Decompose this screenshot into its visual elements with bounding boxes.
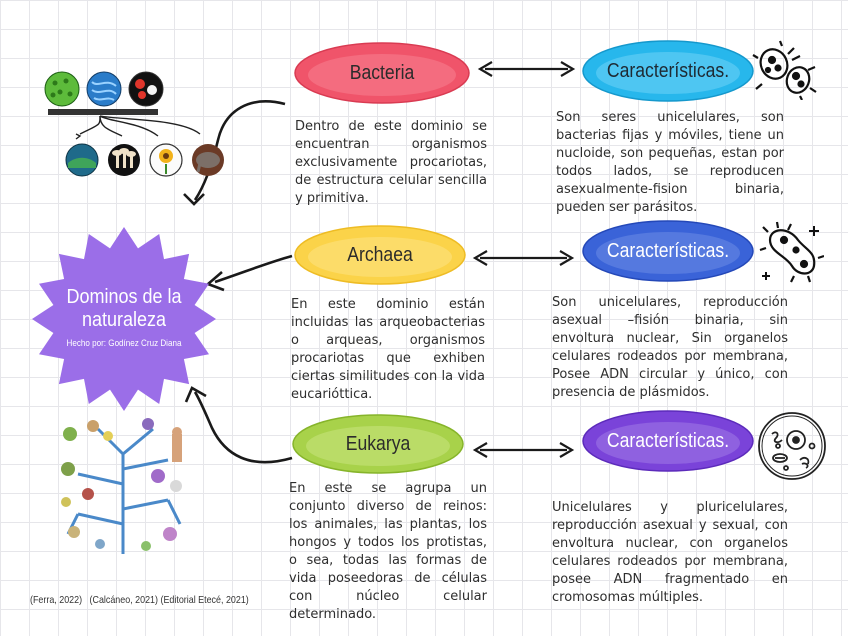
characteristics-label-bacteria: Características. xyxy=(606,59,730,82)
characteristics-pill-archaea[interactable]: Características. xyxy=(582,220,754,282)
description-bacteria: Dentro de este dominio se encuentran org… xyxy=(295,119,487,206)
domain-label-eukarya: Eukarya xyxy=(345,432,411,455)
bacteria-germ-icon xyxy=(758,218,825,284)
cell-organelle-icon xyxy=(756,410,828,482)
arrow-archaea-to-star xyxy=(214,254,293,284)
arrow-bacteria-to-photos xyxy=(193,100,286,201)
characteristics-pill-bacteria[interactable]: Características. xyxy=(582,40,754,102)
description-eukarya: En este se agrupa un conjunto diverso de… xyxy=(289,481,487,622)
title-line-2: naturaleza xyxy=(81,309,167,331)
tree-of-life-icon xyxy=(48,414,198,562)
domain-label-bacteria: Bacteria xyxy=(349,61,415,84)
characteristics-pill-eukarya[interactable]: Características. xyxy=(582,410,754,472)
domain-label-archaea: Archaea xyxy=(347,243,413,266)
arrow-eukarya-to-star xyxy=(193,391,293,464)
author-label: Hecho por: Godínez Cruz Diana xyxy=(66,338,182,349)
bacteria-cells-icon xyxy=(752,40,818,101)
description-archaea: En este dominio están incluidas las arqu… xyxy=(291,297,485,402)
characteristics-label-eukarya: Características. xyxy=(606,429,730,452)
domain-pill-bacteria[interactable]: Bacteria xyxy=(294,42,470,104)
double-arrow-eukarya xyxy=(472,442,575,458)
characteristics-eukarya: Unicelulares y pluricelulares, reproducc… xyxy=(552,500,788,605)
title-star: Dominos de la naturaleza Hecho por: Godí… xyxy=(32,224,216,414)
characteristics-archaea: Son unicelulares, reproducción asexual –… xyxy=(552,295,788,400)
title-line-1: Dominos de la xyxy=(66,286,182,308)
double-arrow-bacteria xyxy=(477,61,576,77)
domain-pill-eukarya[interactable]: Eukarya xyxy=(292,414,464,474)
double-arrow-archaea xyxy=(472,250,575,266)
citation: (Ferra, 2022) (Calcáneo, 2021) (Editoria… xyxy=(30,594,249,606)
characteristics-label-archaea: Características. xyxy=(606,239,730,262)
characteristics-bacteria: Son seres unicelulares, son bacterias fi… xyxy=(556,110,784,215)
domain-pill-archaea[interactable]: Archaea xyxy=(294,225,466,285)
domains-photos-icon xyxy=(40,68,240,186)
